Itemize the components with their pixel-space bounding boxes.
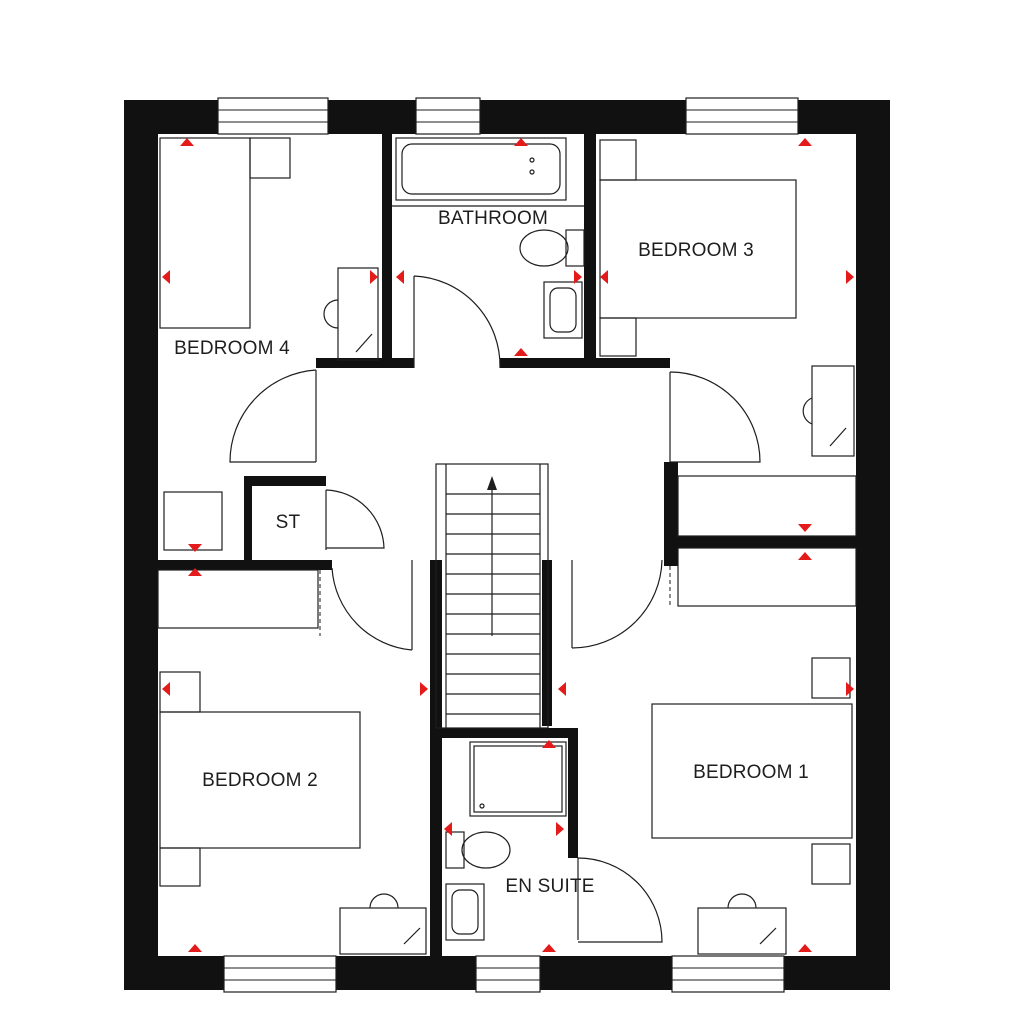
up-arrow-icon [487,476,497,636]
door-bedroom-1[interactable] [571,559,671,649]
window-bedroom-3 [685,97,799,135]
door-storage[interactable] [325,489,385,550]
door-bedroom-4[interactable] [229,369,317,463]
red-triangle-dimension-marker-icon [846,270,854,284]
red-triangle-dimension-marker-icon [600,270,608,284]
room-label-bedroom-1: BEDROOM 1 [693,762,809,783]
red-triangle-dimension-marker-icon [370,270,378,284]
bedside-table-bedroom-4 [163,491,223,551]
window-bedroom-1 [671,955,785,993]
door-bathroom[interactable] [413,275,501,369]
red-triangle-dimension-marker-icon [542,944,556,952]
bed-bedroom-3 [599,139,797,357]
red-triangle-dimension-marker-icon [188,568,202,576]
toilet-bathroom [519,229,585,267]
wardrobe-bedroom-3 [677,475,857,537]
desk-bedroom-1 [697,893,787,955]
desk-bedroom-4 [323,267,379,361]
bed-bedroom-2 [159,671,361,887]
red-triangle-dimension-marker-icon [420,682,428,696]
red-triangle-dimension-marker-icon [542,740,556,748]
toilet-en-suite [445,831,511,869]
red-triangle-dimension-marker-icon [514,138,528,146]
wardrobe-bedroom-2 [157,569,319,629]
red-triangle-dimension-marker-icon [162,682,170,696]
red-triangle-dimension-marker-icon [396,270,404,284]
door-en-suite[interactable] [577,857,663,943]
red-triangle-dimension-marker-icon [180,138,194,146]
red-triangle-dimension-marker-icon [162,270,170,284]
red-triangle-dimension-marker-icon [188,944,202,952]
window-en-suite [475,955,541,993]
room-label-bedroom-4: BEDROOM 4 [174,338,290,359]
window-bathroom [415,97,481,135]
door-bedroom-3[interactable] [669,371,761,463]
bath [395,137,567,201]
stair-treads [446,493,540,715]
red-triangle-dimension-marker-icon [444,822,452,836]
red-triangle-dimension-marker-icon [798,552,812,560]
basin-en-suite [445,883,485,941]
red-triangle-dimension-marker-icon [514,348,528,356]
room-label-bathroom: BATHROOM [438,208,548,229]
room-label-bedroom-3: BEDROOM 3 [638,240,754,261]
red-triangle-dimension-marker-icon [556,822,564,836]
room-label-bedroom-2: BEDROOM 2 [202,770,318,791]
red-triangle-dimension-marker-icon [798,138,812,146]
basin-bathroom [543,281,583,339]
red-triangle-dimension-marker-icon [574,270,582,284]
staircase [435,463,549,729]
desk-bedroom-2 [339,893,427,955]
room-label-storage: ST [276,512,301,533]
red-triangle-dimension-marker-icon [558,682,566,696]
dimension-markers [162,138,854,952]
red-triangle-dimension-marker-icon [798,944,812,952]
bed-bedroom-4 [159,137,291,329]
red-triangle-dimension-marker-icon [188,544,202,552]
window-bedroom-2 [223,955,337,993]
desk-bedroom-3 [802,365,855,457]
wardrobe-bedroom-1 [677,547,857,607]
red-triangle-dimension-marker-icon [846,682,854,696]
red-triangle-dimension-marker-icon [798,524,812,532]
room-label-en-suite: EN SUITE [505,876,594,897]
door-bedroom-2[interactable] [319,560,413,651]
bed-bedroom-1 [651,657,853,885]
window-bedroom-4 [217,97,329,135]
shower [469,741,567,817]
internal-walls [158,134,856,956]
